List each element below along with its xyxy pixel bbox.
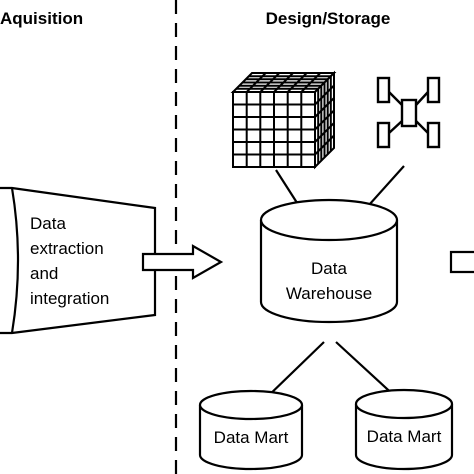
extraction-line-3: and (30, 264, 58, 283)
data-mart-label-right: Data Mart (367, 427, 442, 446)
extraction-line-4: integration (30, 289, 109, 308)
data-warehouse-cylinder: Data Warehouse (259, 198, 399, 324)
data-mart-cylinder-right: Data Mart (354, 388, 454, 471)
warehouse-label-line-2: Warehouse (286, 284, 372, 303)
header-design-storage: Design/Storage (266, 9, 391, 28)
star-schema-icon (376, 76, 441, 149)
header-acquisition: Aquisition (0, 9, 83, 28)
extraction-line-1: Data (30, 214, 66, 233)
data-mart-cylinder-left: Data Mart (198, 389, 304, 471)
extraction-integration-shape: Data extraction and integration (0, 186, 157, 335)
mart-connector-left (262, 341, 325, 402)
flow-arrow-next (449, 250, 474, 274)
extraction-line-2: extraction (30, 239, 104, 258)
flow-arrow-right (141, 244, 224, 280)
olap-cube-icon (230, 70, 337, 170)
data-mart-label-left: Data Mart (214, 428, 289, 447)
mart-connector-right (335, 341, 399, 400)
warehouse-label-line-1: Data (311, 259, 347, 278)
